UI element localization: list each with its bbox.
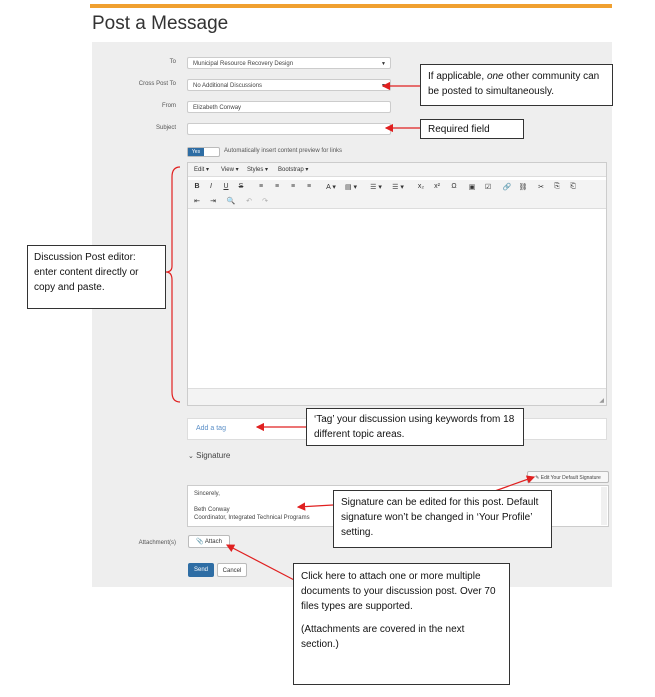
menu-bootstrap[interactable]: Bootstrap ▾ — [278, 167, 309, 173]
editor-content-area[interactable] — [188, 208, 606, 389]
menu-styles[interactable]: Styles ▾ — [247, 167, 269, 173]
toggle-state: Yes — [188, 148, 204, 156]
omega-icon[interactable]: Ω — [451, 183, 457, 190]
redo-icon[interactable]: ↷ — [262, 198, 268, 205]
find-icon[interactable]: 🔍 — [226, 198, 236, 205]
paste-icon[interactable]: ⎗ — [570, 183, 576, 190]
editor-toolbar-row2: ⇤ ⇥ 🔍 ↶ ↷ — [188, 194, 606, 208]
editor-toolbar-row1: B I U S ≡ ≡ ≡ ≡ A ▾ ▤ ▾ ☰ ▾ ☰ ▾ x₂ x² Ω … — [188, 180, 606, 194]
caret-down-icon: ▼ — [381, 83, 386, 89]
undo-icon[interactable]: ↶ — [246, 198, 252, 205]
from-field[interactable]: Elizabeth Conway — [187, 101, 391, 113]
to-label: To — [169, 59, 176, 65]
copy-icon[interactable]: ⎘ — [554, 183, 560, 190]
attachments-label: Attachment(s) — [138, 540, 176, 546]
editor-statusbar: ◢ — [188, 388, 606, 405]
indent-icon[interactable]: ⇥ — [210, 198, 216, 205]
align-justify-icon[interactable]: ≡ — [306, 183, 312, 190]
preview-toggle-text: Automatically insert content preview for… — [224, 148, 343, 154]
menu-edit[interactable]: Edit ▾ — [194, 167, 210, 173]
page-title: Post a Message — [92, 13, 229, 34]
cross-post-label: Cross Post To — [138, 81, 176, 87]
caret-down-icon: ▼ — [381, 61, 386, 67]
send-button[interactable]: Send — [188, 563, 214, 577]
pencil-icon: ✎ — [535, 475, 540, 481]
signature-line: Sincerely, — [194, 491, 220, 497]
bg-color-icon[interactable]: ▤ ▾ — [344, 184, 358, 191]
from-label: From — [162, 103, 176, 109]
signature-scrollbar[interactable] — [601, 487, 607, 525]
attach-button[interactable]: 📎 Attach — [188, 535, 230, 548]
align-center-icon[interactable]: ≡ — [274, 183, 280, 190]
callout-emphasis: one — [486, 71, 504, 82]
resize-handle-icon[interactable]: ◢ — [599, 398, 604, 404]
callout-text: (Attachments are covered in the next sec… — [301, 624, 465, 650]
subject-callout: Required field — [420, 119, 524, 139]
menu-view[interactable]: View ▾ — [221, 167, 239, 173]
attach-callout: Click here to attach one or more multipl… — [293, 563, 510, 685]
edit-signature-label: Edit Your Default Signature — [540, 475, 601, 481]
callout-text: Click here to attach one or more multipl… — [301, 571, 496, 612]
cross-post-value: No Additional Discussions — [193, 83, 263, 89]
editor-callout: Discussion Post editor: enter content di… — [27, 245, 166, 309]
to-select[interactable]: Municipal Resource Recovery Design ▼ — [187, 57, 391, 69]
text-color-icon[interactable]: A ▾ — [326, 184, 336, 191]
tag-placeholder: Add a tag — [196, 425, 226, 432]
italic-icon[interactable]: I — [210, 183, 212, 190]
subject-label: Subject — [155, 125, 176, 131]
to-value: Municipal Resource Recovery Design — [193, 61, 294, 67]
subject-input[interactable] — [187, 123, 391, 135]
underline-icon[interactable]: U — [223, 183, 229, 190]
edit-box-icon[interactable]: ☑ — [484, 184, 492, 191]
chevron-down-icon: ⌄ — [188, 453, 194, 460]
unlink-icon[interactable]: ⛓ — [518, 184, 528, 191]
tags-callout: ‘Tag’ your discussion using keywords fro… — [306, 408, 524, 446]
image-icon[interactable]: ▣ — [468, 184, 476, 191]
attach-label: Attach — [204, 539, 222, 545]
signature-line: Beth Conway — [194, 507, 230, 513]
align-left-icon[interactable]: ≡ — [258, 183, 264, 190]
bold-icon[interactable]: B — [194, 183, 200, 190]
accent-bar — [90, 4, 612, 8]
edit-signature-button[interactable]: ✎ Edit Your Default Signature — [527, 471, 609, 483]
from-value: Elizabeth Conway — [193, 105, 242, 111]
cut-icon[interactable]: ✂ — [538, 184, 544, 191]
preview-toggle[interactable]: Yes — [187, 147, 220, 157]
discussion-editor: Edit ▾ View ▾ Styles ▾ Bootstrap ▾ B I U… — [187, 162, 607, 406]
editor-menubar: Edit ▾ View ▾ Styles ▾ Bootstrap ▾ — [188, 163, 606, 177]
superscript-icon[interactable]: x² — [434, 183, 440, 190]
signature-heading: Signature — [196, 451, 231, 460]
callout-text: other community can be posted to simulta… — [428, 71, 600, 97]
link-icon[interactable]: 🔗 — [502, 184, 512, 191]
signature-toggle[interactable]: ⌄ Signature — [188, 451, 230, 460]
signature-line: Coordinator, Integrated Technical Progra… — [194, 515, 310, 521]
cross-post-callout: If applicable, one other community can b… — [420, 64, 613, 106]
paperclip-icon: 📎 — [196, 539, 204, 545]
cancel-button[interactable]: Cancel — [217, 563, 247, 577]
align-right-icon[interactable]: ≡ — [290, 183, 296, 190]
outdent-icon[interactable]: ⇤ — [194, 198, 200, 205]
signature-callout: Signature can be edited for this post. D… — [333, 490, 552, 548]
bullet-list-icon[interactable]: ☰ ▾ — [370, 184, 382, 191]
cross-post-select[interactable]: No Additional Discussions ▼ — [187, 79, 391, 91]
numbered-list-icon[interactable]: ☰ ▾ — [392, 184, 404, 191]
callout-text: If applicable, — [428, 71, 487, 82]
subscript-icon[interactable]: x₂ — [417, 183, 425, 190]
strikethrough-icon[interactable]: S — [238, 183, 244, 190]
